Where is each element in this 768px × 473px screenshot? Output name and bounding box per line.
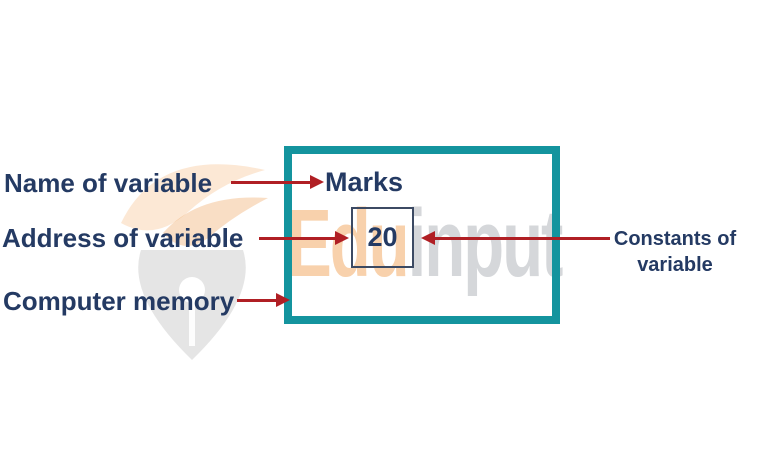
computer-memory-box: [284, 146, 560, 324]
arrow-memory-to-box: [237, 293, 290, 307]
arrow-address-to-value: [259, 231, 349, 245]
label-constants-line2: variable: [637, 254, 713, 276]
label-computer-memory: Computer memory: [3, 286, 235, 316]
label-name-of-variable: Name of variable: [4, 168, 213, 198]
variable-value-text: 20: [367, 222, 398, 252]
variable-name-text: Marks: [325, 167, 404, 197]
variable-value-box: 20: [351, 207, 414, 268]
label-address-of-variable: Address of variable: [2, 223, 244, 253]
arrow-name-to-box: [231, 175, 324, 189]
arrow-constants-to-value: [421, 231, 610, 245]
label-constants-line1: Constants of: [613, 228, 737, 250]
label-constants-of-variable: Constants of variable: [600, 226, 750, 278]
